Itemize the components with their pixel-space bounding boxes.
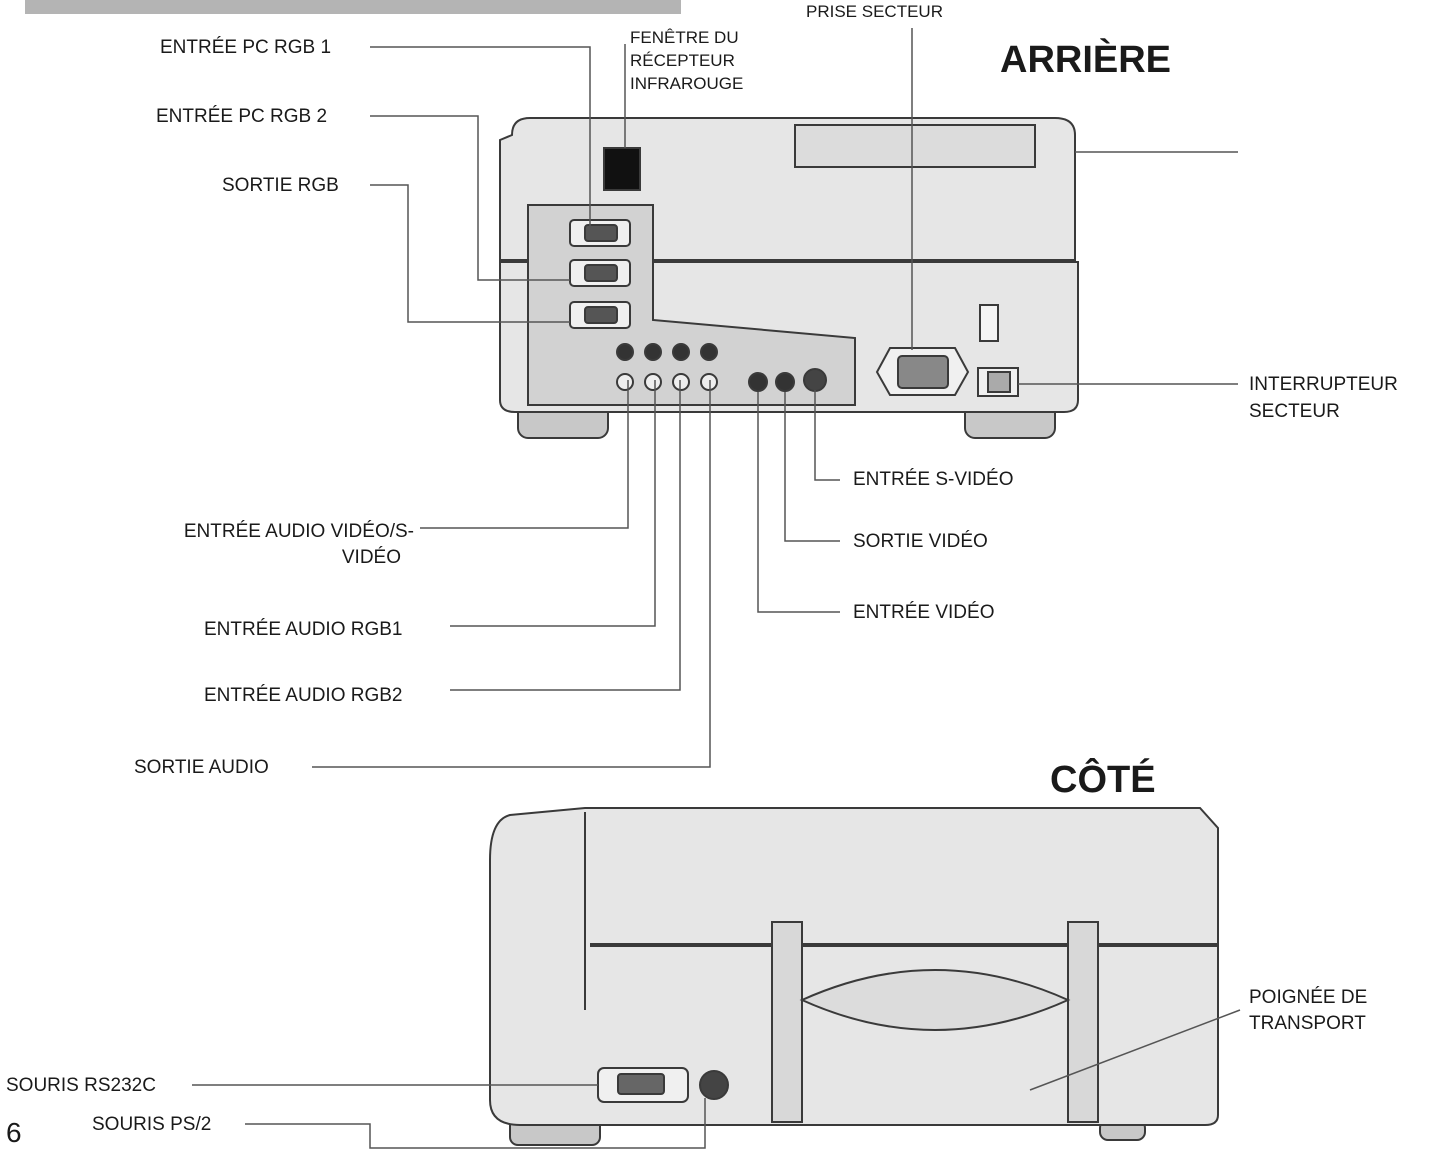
label-rgb-out: SORTIE RGB [222,175,339,196]
carry-handle [799,969,1071,1031]
label-audio-av-line1: ENTRÉE AUDIO VIDÉO/S- [183,521,414,542]
rear-device [499,117,1079,439]
rear-connector-panel [527,204,856,406]
rear-top-label-area [794,124,1036,168]
label-ir-line2: RÉCEPTEUR [630,51,735,70]
label-switch-line2: SECTEUR [1249,401,1340,422]
video-out-jack [775,372,795,392]
label-audio-out: SORTIE AUDIO [134,757,269,778]
side-device [489,807,1219,1146]
label-audio-rgb2: ENTRÉE AUDIO RGB2 [204,685,403,706]
label-handle-line1: POIGNÉE DE [1249,987,1368,1008]
video-in-jack [748,372,768,392]
side-strap-right [1067,921,1099,1123]
svideo-jack [803,368,827,392]
label-ac-inlet: PRISE SECTEUR [806,2,943,21]
label-video-out: SORTIE VIDÉO [853,531,988,552]
label-handle-line2: TRANSPORT [1249,1013,1366,1034]
audio-jack-1 [616,343,634,361]
label-pc-rgb-2: ENTRÉE PC RGB 2 [156,106,328,127]
rear-vent [979,304,999,342]
side-title: CÔTÉ [1050,759,1156,801]
dsub-pc-rgb-2 [569,259,631,287]
audio-jack-4 [700,343,718,361]
label-ir-line1: FENÊTRE DU [630,28,739,47]
side-strap-left [771,921,803,1123]
page-number: 6 [6,1117,22,1148]
label-switch-line1: INTERRUPTEUR [1249,374,1398,395]
audio-jack-3 [672,343,690,361]
header-bar [25,0,681,14]
label-video-in: ENTRÉE VIDÉO [853,602,995,623]
label-ir-line3: INFRAROUGE [630,74,744,93]
label-rs232c: SOURIS RS232C [6,1075,156,1096]
audio-jack-2 [644,343,662,361]
dsub-pc-rgb-1 [569,219,631,247]
ir-receiver-window [603,147,641,191]
ps2-port [699,1070,729,1100]
side-body [489,807,1219,1126]
label-svideo-in: ENTRÉE S-VIDÉO [853,469,1014,490]
rear-title: ARRIÈRE [1000,39,1172,81]
label-pc-rgb-1: ENTRÉE PC RGB 1 [160,37,332,58]
label-audio-rgb1: ENTRÉE AUDIO RGB1 [204,619,403,640]
label-ps2: SOURIS PS/2 [92,1114,212,1135]
dsub-rgb-out [569,301,631,329]
label-audio-av-line2: VIDÉO [341,547,401,568]
leader-lines [192,28,1241,1149]
